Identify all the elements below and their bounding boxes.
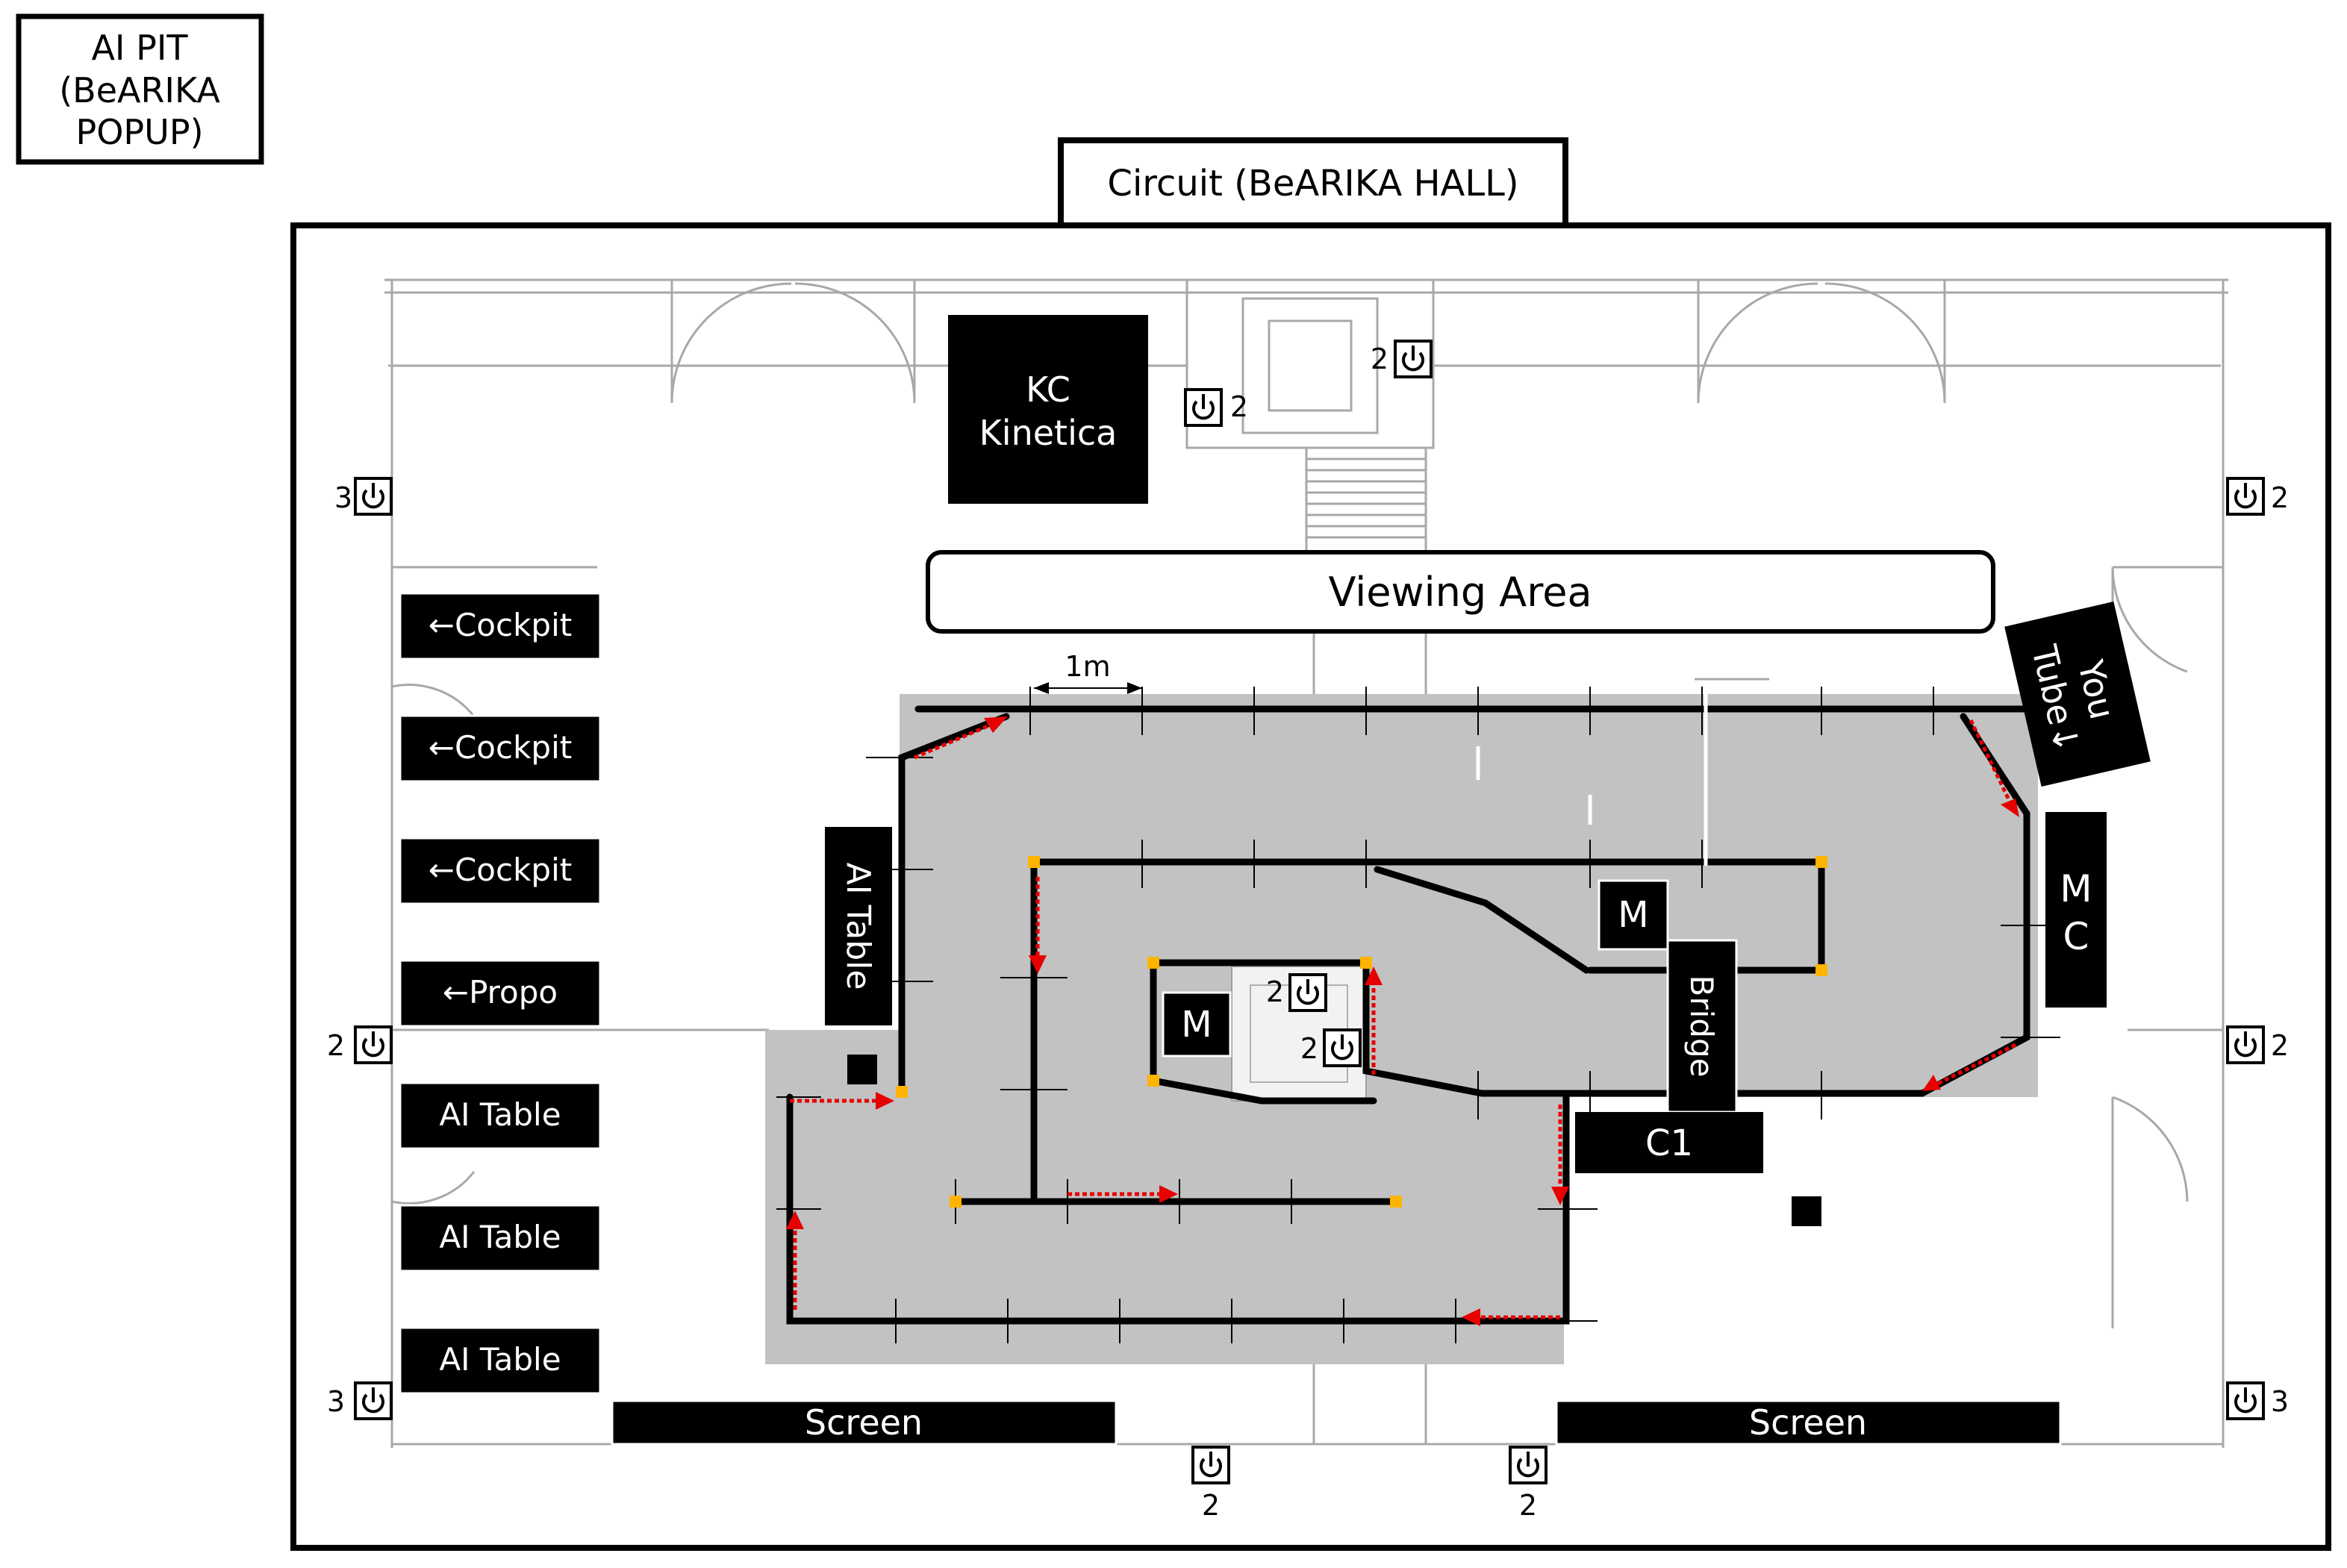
power-icon	[2226, 1381, 2265, 1420]
power-count: 3	[2271, 1385, 2289, 1418]
m-inner-label: M	[1181, 1004, 1212, 1046]
side-label-ai-table-1: AI Table	[439, 1096, 561, 1133]
ai-pit-box: AI PIT (BeARIKA POPUP)	[16, 13, 264, 165]
power-icon	[1288, 973, 1327, 1012]
power-count: 2	[1519, 1489, 1537, 1522]
screen-right-label: Screen	[1749, 1402, 1867, 1443]
screen-right: Screen	[1555, 1399, 2062, 1446]
viewing-area-label: Viewing Area	[1328, 569, 1592, 616]
circuit-title-box: Circuit (BeARIKA HALL)	[1058, 137, 1568, 228]
mc-line-1: M	[2060, 867, 2092, 910]
obstacle-block	[847, 1055, 877, 1084]
c1-area: C1	[1575, 1112, 1763, 1173]
power-icon	[1191, 1446, 1230, 1484]
architecture-lines	[384, 278, 2228, 1448]
side-labels: ←Cockpit ←Cockpit ←Cockpit ←Propo AI Tab…	[399, 592, 602, 1395]
power-icon	[354, 477, 393, 516]
screen-left: Screen	[611, 1399, 1118, 1446]
scale-bar: 1m	[1034, 650, 1142, 694]
power-count: 2	[1266, 975, 1284, 1008]
power-count: 2	[327, 1029, 345, 1062]
power-count: 2	[2271, 481, 2289, 514]
kc-label-line-1: KC	[1026, 369, 1070, 410]
obstacle-block	[1792, 1196, 1821, 1226]
side-label-cockpit-3: ←Cockpit	[428, 852, 572, 888]
m-right-label: M	[1618, 894, 1648, 936]
ai-pit-line-2: (BeARIKA	[59, 70, 220, 110]
lane-markings	[1476, 694, 1708, 866]
side-label-propo: ←Propo	[443, 974, 558, 1011]
viewing-area: Viewing Area	[926, 550, 1995, 634]
power-icon	[354, 1025, 393, 1064]
ai-table-vertical-label: AI Table	[839, 863, 877, 990]
side-label-ai-table-3: AI Table	[439, 1341, 561, 1378]
screen-left-label: Screen	[805, 1402, 923, 1443]
power-outlets: 3 2 2 2 2 2 3 3 2 2 2 2	[327, 340, 2289, 1522]
scale-label: 1m	[1065, 650, 1110, 683]
c1-label: C1	[1645, 1122, 1693, 1164]
power-icon	[1509, 1446, 1547, 1484]
power-count: 2	[1230, 390, 1248, 423]
tick-marks	[776, 687, 2060, 1343]
power-count: 3	[334, 481, 352, 514]
power-icon	[1184, 388, 1223, 427]
power-icon	[354, 1381, 393, 1420]
circuit-title: Circuit (BeARIKA HALL)	[1107, 163, 1518, 204]
m-inner-box: M	[1162, 991, 1232, 1058]
bridge-label: Bridge	[1683, 975, 1720, 1078]
power-icon	[1394, 340, 1433, 378]
arrow-heads	[786, 716, 2019, 1326]
power-count: 2	[2271, 1029, 2289, 1062]
ai-pit-line-3: POPUP)	[75, 112, 203, 152]
power-icon	[1323, 1028, 1362, 1067]
direction-arrows	[790, 719, 2017, 1319]
bridge-area: Bridge	[1666, 939, 1738, 1113]
power-count: 2	[1371, 343, 1388, 375]
kc-label-line-2: Kinetica	[979, 413, 1118, 453]
side-label-ai-table-2: AI Table	[439, 1219, 561, 1255]
mc-line-2: C	[2063, 915, 2089, 958]
power-icon	[2226, 477, 2265, 516]
mc-area: M C	[2045, 812, 2107, 1008]
power-count: 3	[327, 1385, 345, 1418]
power-count: 2	[1202, 1489, 1220, 1522]
corner-markers	[896, 856, 1827, 1208]
power-count: 2	[1300, 1032, 1318, 1065]
side-label-cockpit-2: ←Cockpit	[428, 729, 572, 766]
youtube-area: You Tube↓	[2004, 601, 2151, 787]
ai-pit-line-1: AI PIT	[91, 28, 188, 68]
m-right-box: M	[1598, 879, 1669, 951]
ai-table-vertical: AI Table	[825, 827, 892, 1025]
kc-kinetica-area: KC Kinetica	[948, 315, 1148, 504]
side-label-cockpit-1: ←Cockpit	[428, 607, 572, 643]
power-icon	[2226, 1025, 2265, 1064]
